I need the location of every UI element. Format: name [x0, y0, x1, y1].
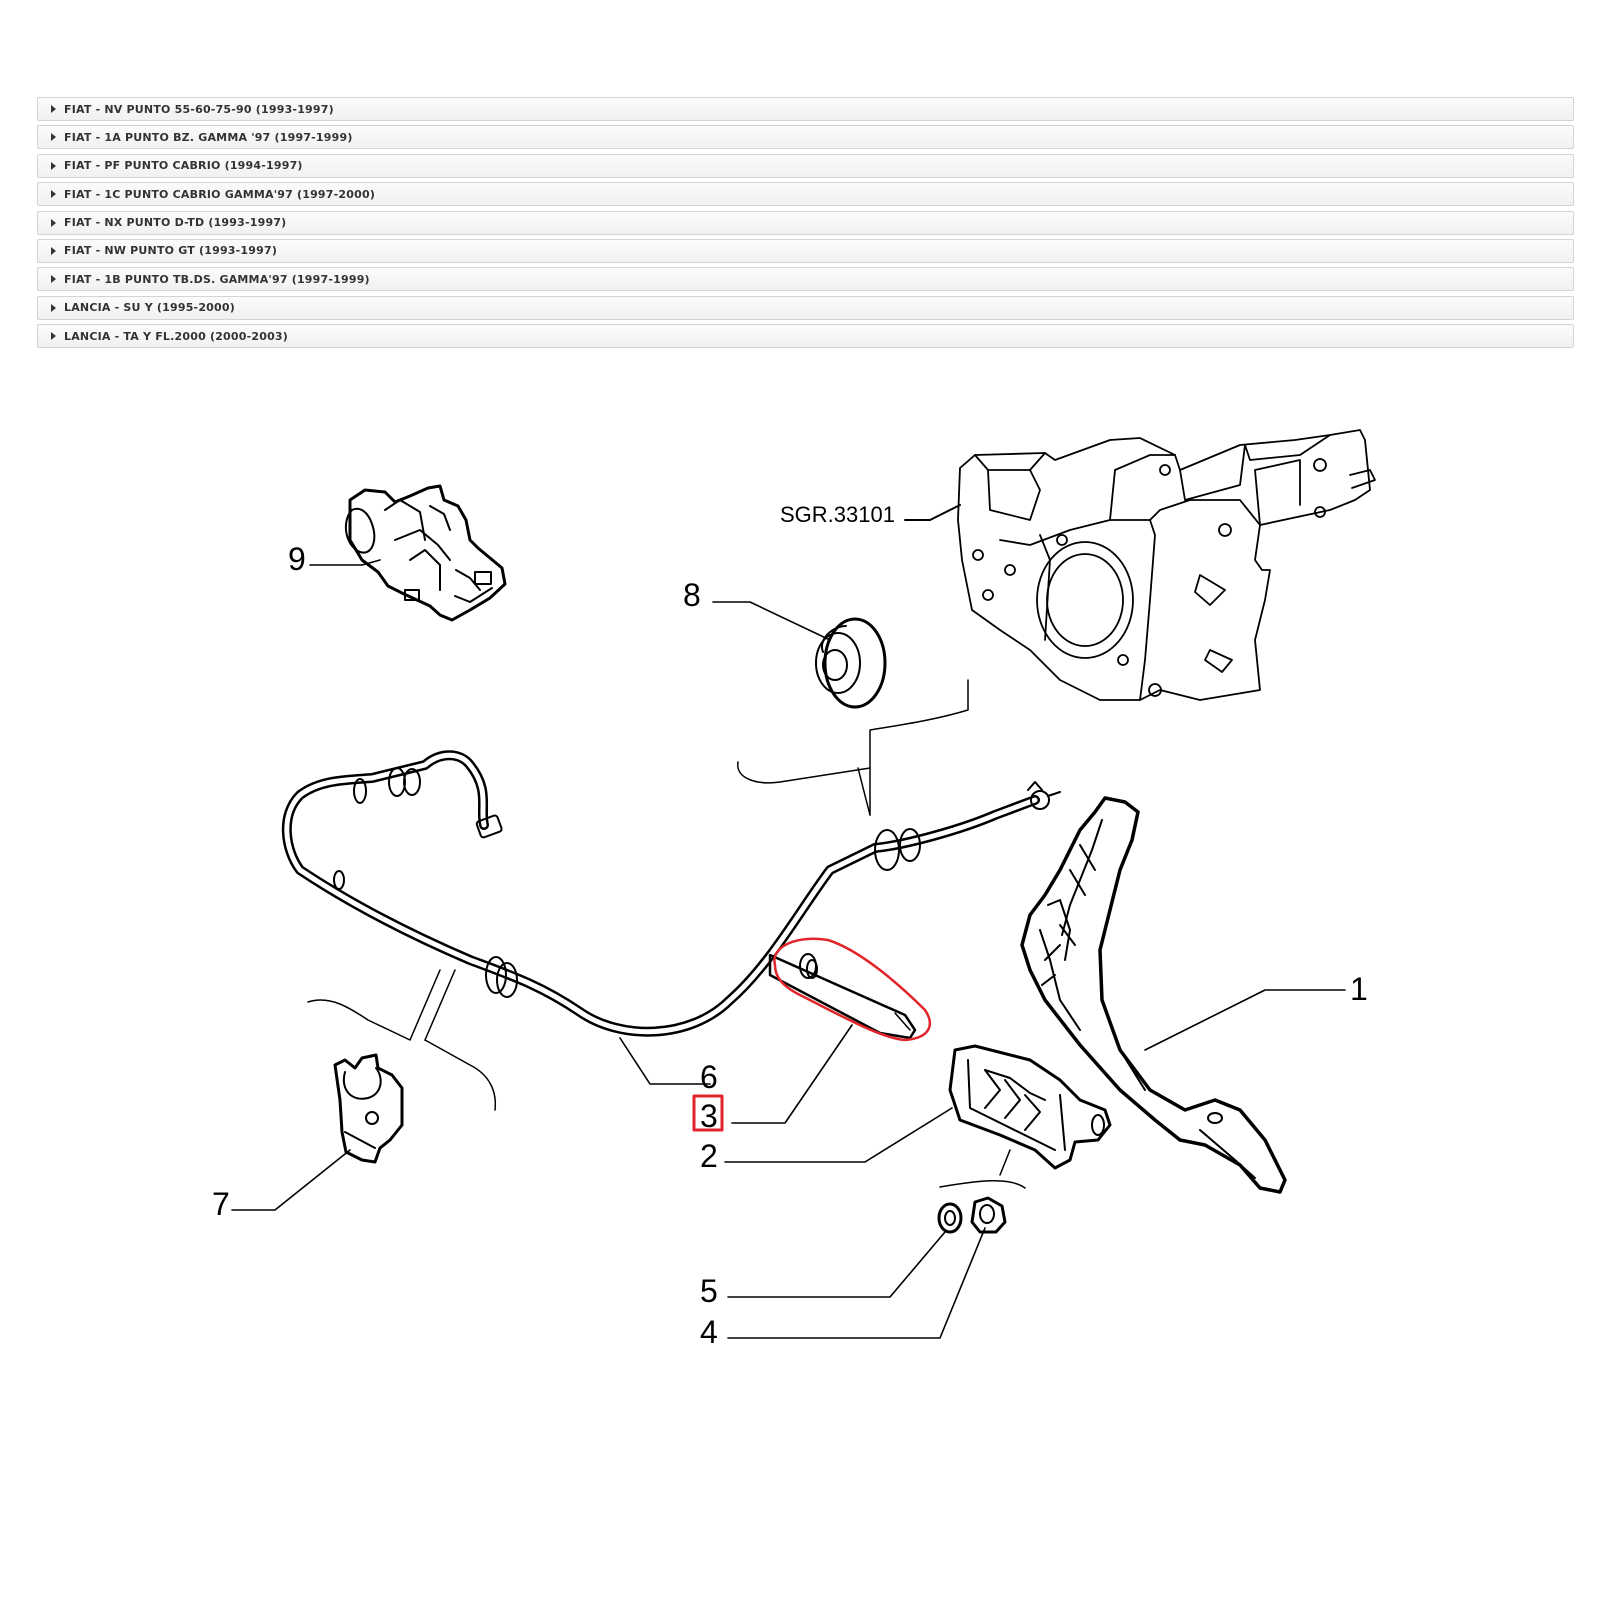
- guide-lines: [307, 679, 1026, 1189]
- model-row[interactable]: FIAT - 1C PUNTO CABRIO GAMMA'97 (1997-20…: [37, 182, 1574, 207]
- reference-structure-sgr33101: [904, 429, 1376, 701]
- model-label: FIAT - NW PUNTO GT (1993-1997): [64, 244, 278, 258]
- caret-right-icon: [51, 275, 56, 284]
- caret-right-icon: [51, 218, 56, 227]
- model-label: FIAT - NV PUNTO 55-60-75-90 (1993-1997): [64, 102, 334, 116]
- model-row[interactable]: FIAT - 1A PUNTO BZ. GAMMA '97 (1997-1999…: [37, 125, 1574, 150]
- part-4-nut[interactable]: [970, 1196, 1007, 1234]
- model-label: FIAT - 1A PUNTO BZ. GAMMA '97 (1997-1999…: [64, 130, 353, 144]
- model-list: FIAT - NV PUNTO 55-60-75-90 (1993-1997) …: [37, 97, 1574, 353]
- part-2-pedal-pad[interactable]: [948, 1044, 1112, 1170]
- callout-6: 6: [700, 1059, 718, 1095]
- model-row[interactable]: LANCIA - TA Y FL.2000 (2000-2003): [37, 324, 1574, 349]
- model-row[interactable]: LANCIA - SU Y (1995-2000): [37, 295, 1574, 320]
- part-5-washer[interactable]: [937, 1202, 963, 1234]
- part-8-grommet[interactable]: [815, 617, 887, 709]
- callout-labels: 1 2 3 4 5 6 7 8 9 SGR.33101: [212, 502, 1368, 1350]
- part-6-accelerator-cable[interactable]: [281, 750, 1061, 1037]
- caret-right-icon: [51, 105, 56, 113]
- callout-7: 7: [212, 1186, 230, 1222]
- model-row[interactable]: FIAT - 1B PUNTO TB.DS. GAMMA'97 (1997-19…: [37, 267, 1574, 292]
- model-label: FIAT - PF PUNTO CABRIO (1994-1997): [64, 159, 303, 173]
- part-3-pin[interactable]: [768, 937, 931, 1042]
- caret-right-icon: [51, 303, 56, 312]
- callout-5: 5: [700, 1273, 718, 1309]
- model-label: FIAT - 1B PUNTO TB.DS. GAMMA'97 (1997-19…: [64, 272, 370, 286]
- part-7-cable-clip[interactable]: [333, 1053, 404, 1164]
- highlight-box: [692, 1094, 724, 1132]
- reference-label: SGR.33101: [780, 502, 895, 527]
- caret-right-icon: [51, 133, 56, 142]
- callout-1: 1: [1350, 971, 1368, 1007]
- model-label: LANCIA - SU Y (1995-2000): [64, 301, 235, 315]
- highlight-outline: [773, 937, 931, 1042]
- caret-right-icon: [51, 246, 56, 255]
- model-row[interactable]: FIAT - PF PUNTO CABRIO (1994-1997): [37, 153, 1574, 178]
- model-row[interactable]: FIAT - NV PUNTO 55-60-75-90 (1993-1997): [37, 97, 1574, 121]
- leader-lines: [231, 559, 1346, 1339]
- caret-right-icon: [51, 161, 56, 170]
- callout-8: 8: [683, 577, 701, 613]
- model-label: FIAT - 1C PUNTO CABRIO GAMMA'97 (1997-20…: [64, 187, 376, 201]
- model-label: FIAT - NX PUNTO D-TD (1993-1997): [64, 216, 287, 230]
- part-9-cable-clip[interactable]: [344, 484, 507, 622]
- model-row[interactable]: FIAT - NW PUNTO GT (1993-1997): [37, 238, 1574, 263]
- caret-right-icon: [51, 190, 56, 199]
- callout-3: 3: [700, 1098, 718, 1134]
- callout-9: 9: [288, 541, 306, 577]
- model-row[interactable]: FIAT - NX PUNTO D-TD (1993-1997): [37, 210, 1574, 235]
- model-label: LANCIA - TA Y FL.2000 (2000-2003): [64, 329, 289, 343]
- part-1-pedal-lever[interactable]: [1020, 796, 1287, 1194]
- callout-4: 4: [700, 1314, 718, 1350]
- caret-right-icon: [51, 332, 56, 341]
- callout-2: 2: [700, 1138, 718, 1174]
